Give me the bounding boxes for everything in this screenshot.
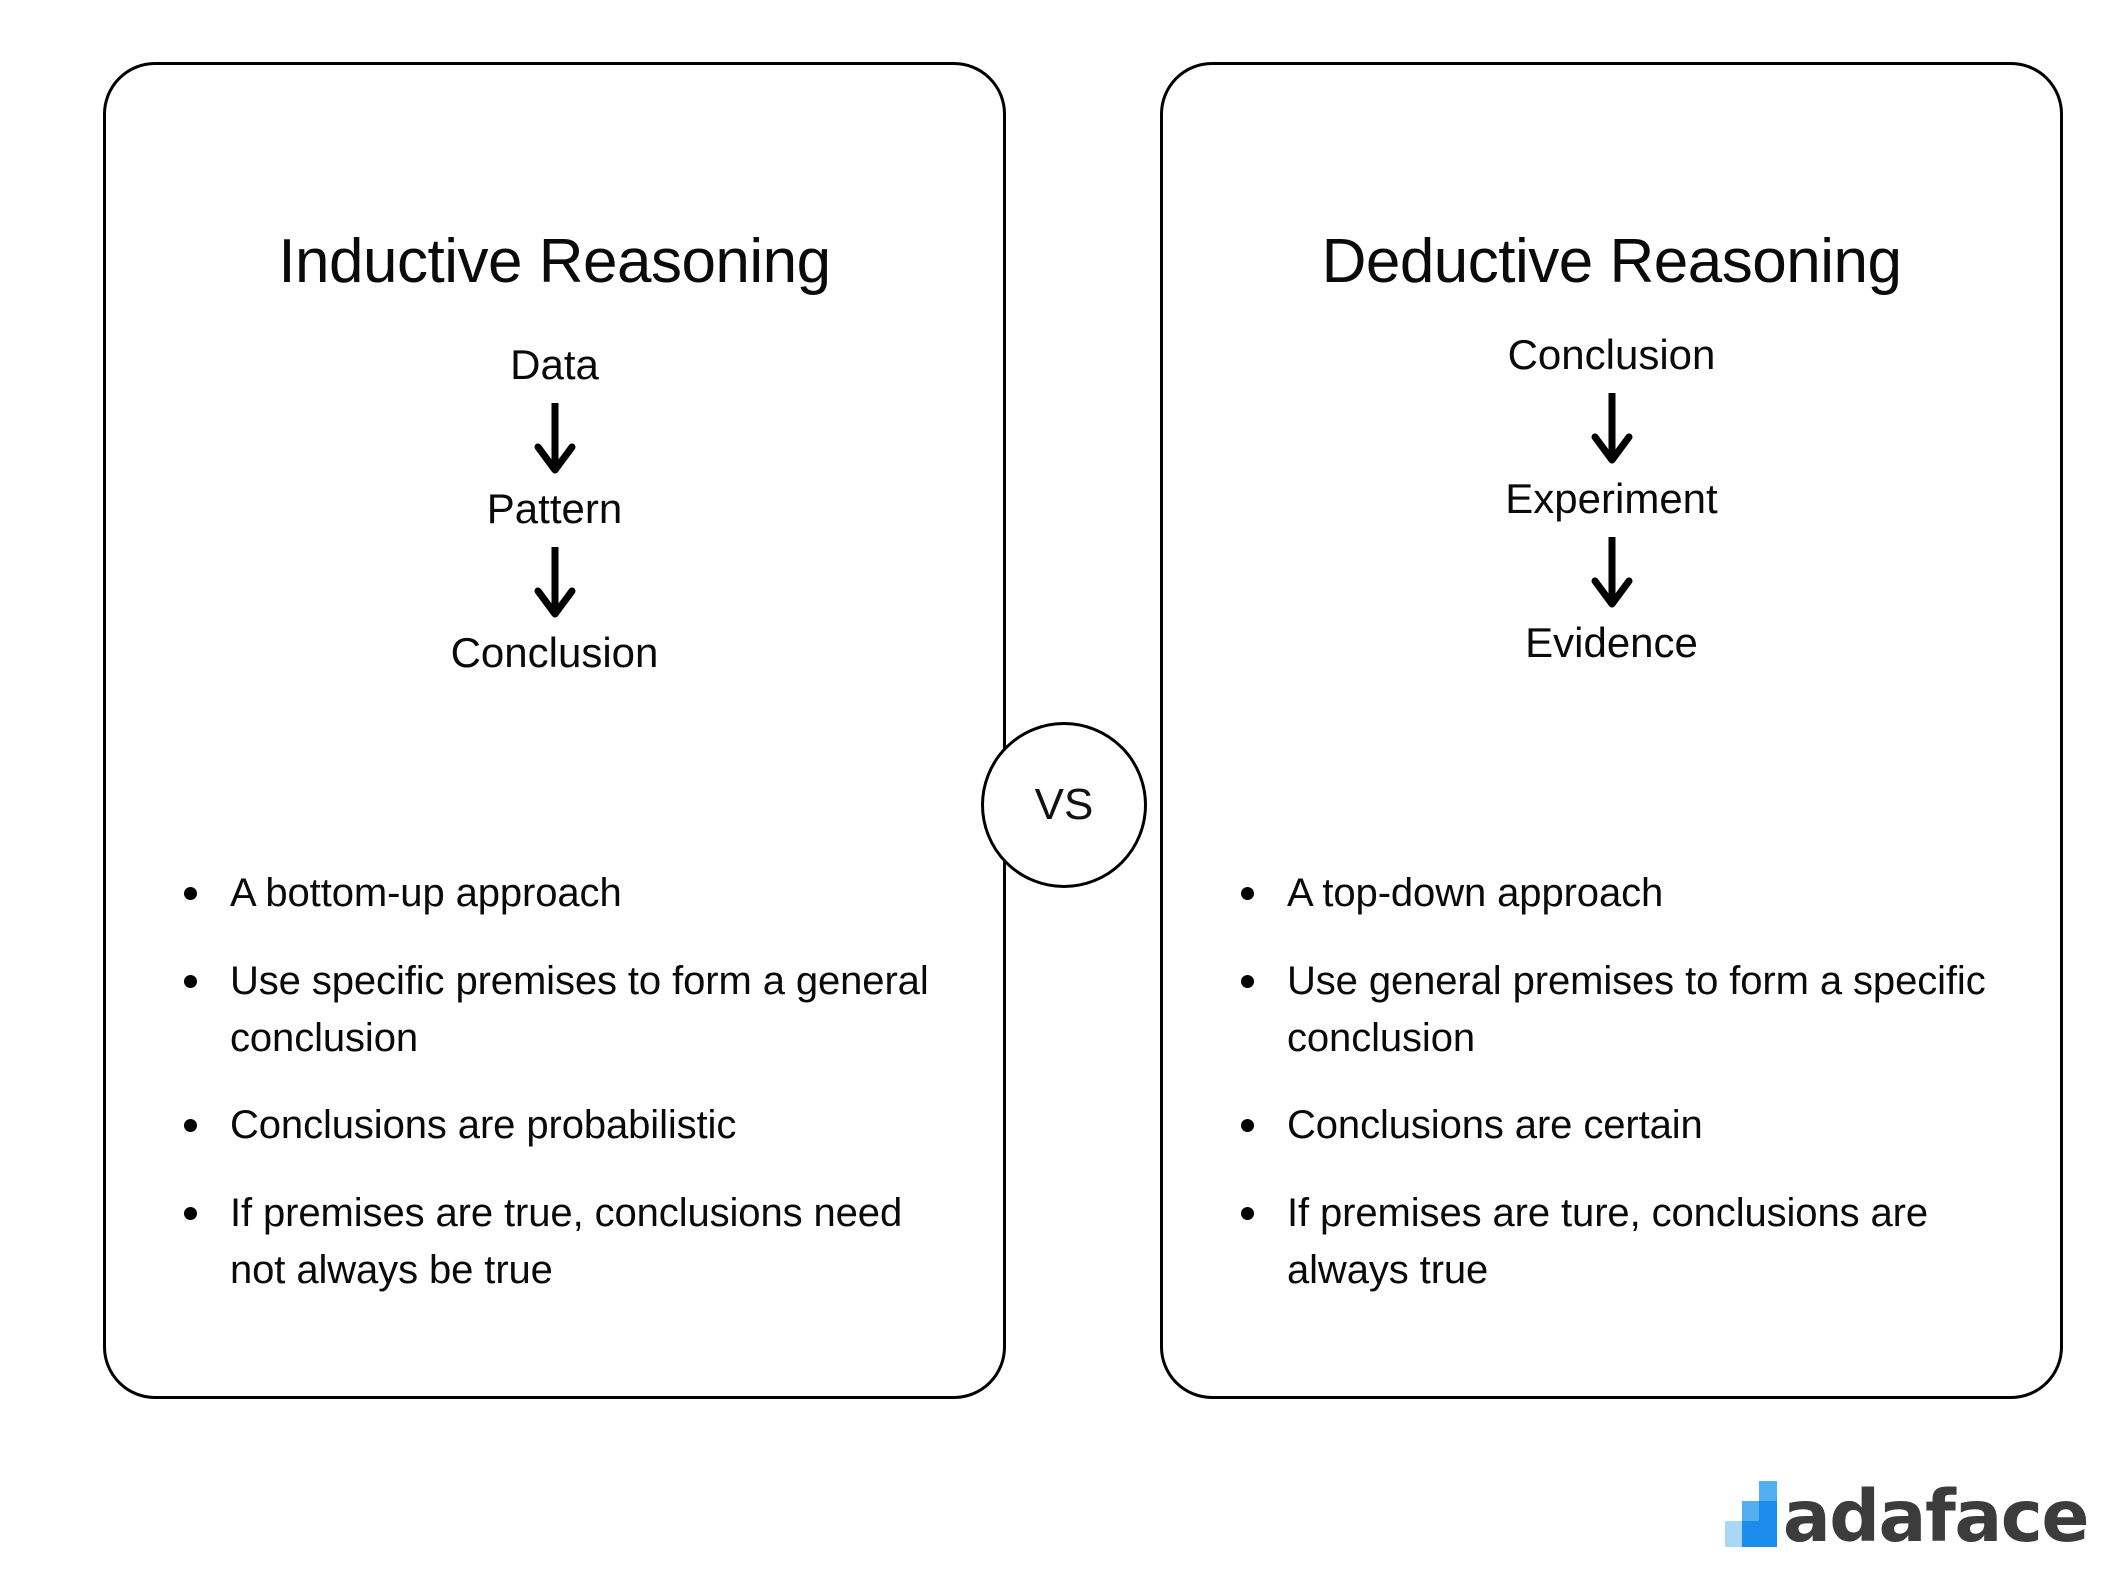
bar-chart-steps-icon [1724, 1480, 1777, 1552]
flow-node-experiment: Experiment [1505, 475, 1718, 523]
list-item-text: If premises are ture, conclusions are al… [1287, 1191, 1929, 1292]
bullet-list-inductive: A bottom-up approach Use specific premis… [174, 865, 964, 1299]
list-item: A top-down approach [1231, 865, 2021, 922]
list-item: Conclusions are certain [1231, 1097, 2021, 1154]
bullet-dot-icon [1241, 974, 1254, 988]
arrow-down-icon [532, 545, 578, 619]
brand-logo: adaface [1724, 1474, 2090, 1558]
card-deductive-reasoning: Deductive Reasoning Conclusion Experimen… [1160, 62, 2063, 1399]
list-item: Conclusions are probabilistic [174, 1097, 964, 1154]
flow-node-evidence: Evidence [1525, 619, 1698, 667]
list-item-text: Conclusions are probabilistic [230, 1103, 737, 1148]
bullet-list-deductive: A top-down approach Use general premises… [1231, 865, 2021, 1299]
bullet-dot-icon [184, 1119, 197, 1133]
list-item-text: Conclusions are certain [1287, 1103, 1703, 1148]
flow-node-data: Data [510, 341, 599, 388]
bullet-dot-icon [184, 1207, 197, 1221]
card-inductive-reasoning: Inductive Reasoning Data Pattern Conclus… [103, 62, 1006, 1399]
list-item: Use general premises to form a specific … [1231, 953, 2021, 1067]
list-item-text: A top-down approach [1287, 871, 1664, 915]
bullet-dot-icon [1241, 1207, 1254, 1221]
list-item-text: A bottom-up approach [230, 871, 622, 915]
card-title-inductive: Inductive Reasoning [278, 227, 831, 297]
flow-diagram-inductive: Data Pattern Conclusion [106, 341, 1003, 677]
bullet-dot-icon [1241, 887, 1254, 900]
list-item: Use specific premises to form a general … [174, 953, 964, 1067]
vs-label: VS [1034, 780, 1094, 829]
arrow-down-icon [532, 401, 578, 475]
card-title-deductive: Deductive Reasoning [1321, 227, 1902, 297]
flow-node-conclusion: Conclusion [1507, 331, 1716, 378]
flow-node-conclusion: Conclusion [450, 629, 659, 677]
arrow-down-icon [1589, 535, 1635, 609]
flow-diagram-deductive: Conclusion Experiment Evidence [1163, 331, 2060, 667]
list-item: If premises are true, conclusions need n… [174, 1185, 964, 1299]
list-item: If premises are ture, conclusions are al… [1231, 1185, 2021, 1299]
bullet-dot-icon [184, 974, 197, 988]
list-item-text: If premises are true, conclusions need n… [230, 1191, 903, 1292]
list-item-text: Use general premises to form a specific … [1287, 958, 1986, 1060]
list-item: A bottom-up approach [174, 865, 964, 922]
list-item-text: Use specific premises to form a general … [230, 958, 929, 1060]
brand-wordmark: adaface [1782, 1474, 2090, 1558]
bullet-dot-icon [184, 887, 197, 900]
arrow-down-icon [1589, 391, 1635, 465]
flow-node-pattern: Pattern [486, 485, 623, 533]
vs-badge: VS [981, 722, 1147, 888]
bullet-dot-icon [1241, 1119, 1254, 1133]
